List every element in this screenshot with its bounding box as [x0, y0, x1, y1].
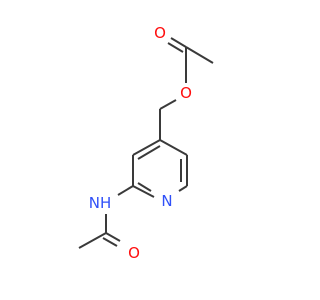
atom-oxygen-carbonyl-top: O	[154, 24, 166, 42]
bond-amide-carbonyl-b	[102, 237, 118, 247]
bond-ring-n-c2	[132, 185, 155, 198]
atom-label-layer: O O N NH O	[89, 24, 192, 262]
bond-ester-carbonyl-b	[167, 42, 184, 53]
bond-ring-c6-n	[178, 185, 188, 192]
molecule-diagram: O O N NH O	[78, 24, 214, 262]
bond-ring-c4-c5	[159, 139, 188, 156]
bond-ring-c3-c4	[132, 139, 161, 156]
bond-acetyl-methyl	[185, 46, 214, 64]
atom-nitrogen-ring: N	[161, 192, 172, 210]
bond-amide-carbonyl-a	[105, 232, 121, 242]
bond-amide-methyl	[78, 232, 107, 249]
bond-ester-carbonyl-a	[170, 37, 187, 48]
bond-ring-c3-c4-inner	[137, 145, 161, 160]
atom-nitrogen-amide: NH	[89, 194, 112, 212]
bond-ester-o-ch2	[159, 99, 177, 110]
atom-oxygen-carbonyl-bottom: O	[128, 244, 140, 262]
bond-layer	[78, 37, 214, 249]
bond-ring-n-c2-inner	[137, 182, 152, 192]
atom-oxygen-ester: O	[180, 84, 192, 102]
bond-c2-nh	[117, 185, 134, 196]
